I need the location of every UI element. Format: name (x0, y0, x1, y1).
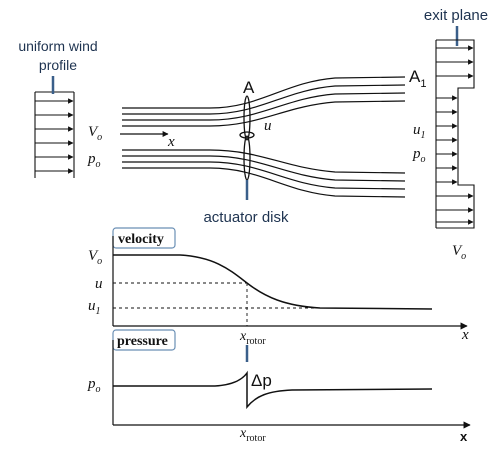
velocity-plot: velocity Vo u u1 xrotor x (88, 227, 469, 347)
exit-velocity-label: u1 (413, 122, 426, 141)
pressure-delta-p: Δp (251, 371, 272, 390)
uniform-wind-label-line2: profile (39, 57, 77, 73)
streamline-lower-2 (122, 155, 406, 182)
exit-plane-label: exit plane (424, 7, 488, 24)
streamline-lower-4 (122, 167, 406, 198)
exit-pressure-label: po (412, 146, 426, 165)
pressure-label: pressure (117, 334, 168, 349)
exit-wind-velocity-label: Vo (452, 243, 466, 262)
streamline-upper-4 (122, 100, 406, 127)
streamline-lower-1 (122, 149, 406, 174)
streamlines (122, 76, 406, 198)
pressure-curve (113, 370, 433, 410)
velocity-y-u1: u1 (88, 298, 101, 317)
exit-area-label: A1 (409, 67, 426, 90)
inlet-velocity-label: Vo (88, 124, 102, 143)
uniform-wind-label: uniform wind (18, 38, 97, 54)
actuator-disk-label: actuator disk (203, 209, 289, 226)
streamline-upper-1 (122, 76, 406, 109)
velocity-x-axis-label: x (461, 327, 469, 343)
inflow-profile (34, 91, 75, 178)
inlet-pressure-label: po (87, 151, 101, 170)
pressure-x-rotor: xrotor (239, 426, 266, 444)
streamline-lower-3 (122, 161, 406, 190)
exit-profile (435, 39, 475, 229)
velocity-x-rotor: xrotor (239, 329, 266, 347)
rotor-velocity-label: u (264, 118, 272, 134)
pressure-y-p0: po (87, 376, 101, 395)
rotor-area-label: A (243, 78, 255, 97)
velocity-curve (113, 254, 433, 310)
velocity-y-v0: Vo (88, 248, 102, 267)
streamline-upper-3 (122, 92, 406, 121)
pressure-plot: pressure po Δp xrotor x (87, 329, 471, 444)
streamline-upper-2 (122, 84, 406, 115)
pressure-x-axis-label: x (460, 429, 468, 444)
velocity-y-u: u (95, 276, 103, 292)
axis-x-label: x (167, 134, 175, 150)
velocity-label: velocity (118, 232, 164, 247)
